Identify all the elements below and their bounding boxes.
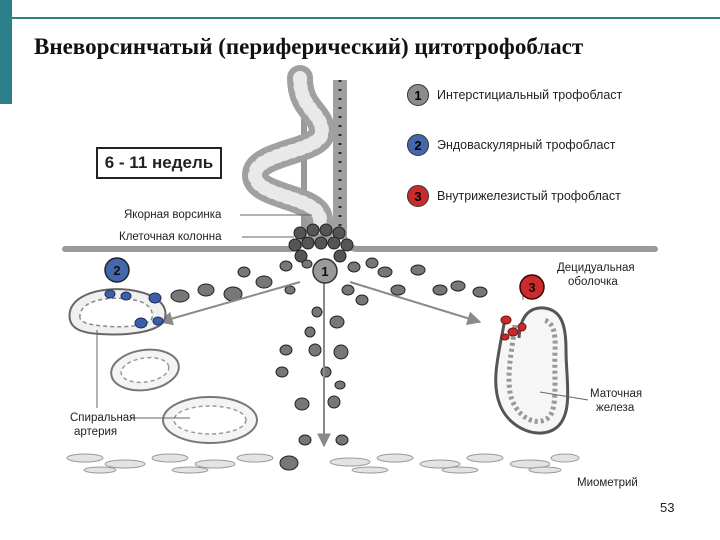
migration-arrows xyxy=(158,280,482,448)
legend-label: Внутрижелезистый трофобласт xyxy=(437,189,621,203)
legend-label: Интерстициальный трофобласт xyxy=(437,88,623,102)
label-cell-column: Клеточная колонна xyxy=(119,231,222,243)
svg-text:2: 2 xyxy=(113,263,120,278)
svg-text:1: 1 xyxy=(321,264,328,279)
label-anchoring-villus: Якорная ворсинка xyxy=(124,209,222,221)
label-uterine-gland-1: Маточная xyxy=(590,388,643,400)
label-myometrium: Миометрий xyxy=(577,477,638,489)
legend-badge: 1 xyxy=(407,84,429,106)
label-spiral-artery-1: Спиральная xyxy=(70,412,136,424)
legend-badge: 2 xyxy=(407,134,429,156)
marker-2: 2 xyxy=(104,257,130,283)
label-uterine-gland-2: железа xyxy=(596,402,635,414)
label-spiral-artery-2: артерия xyxy=(74,426,118,438)
leader-lines xyxy=(96,214,589,419)
marker-3: 3 xyxy=(519,274,545,300)
cell-column xyxy=(288,223,354,263)
legend-label: Эндоваскулярный трофобласт xyxy=(437,138,616,152)
accent-bar xyxy=(0,0,12,104)
myometrium xyxy=(66,453,580,474)
label-decidua-1: Децидуальная xyxy=(557,262,635,274)
page-number: 53 xyxy=(660,500,675,515)
top-rule xyxy=(12,17,720,19)
label-decidua-2: оболочка xyxy=(568,276,618,288)
anchoring-villus-core xyxy=(247,71,330,239)
spiral-artery-vessels xyxy=(110,348,258,444)
legend-item-intraglandular: 3 Внутрижелезистый трофобласт xyxy=(407,185,621,207)
legend-badge: 3 xyxy=(407,185,429,207)
svg-text:3: 3 xyxy=(528,280,535,295)
week-label: 6 - 11 недель xyxy=(96,147,222,179)
uterine-gland xyxy=(494,306,570,435)
interstitial-cells xyxy=(170,257,488,471)
spiral-artery-invaded xyxy=(68,288,167,336)
marker-1: 1 xyxy=(312,258,338,284)
legend-item-interstitial: 1 Интерстициальный трофобласт xyxy=(407,84,622,106)
slide-title: Вневорсинчатый (периферический) цитотроф… xyxy=(34,34,584,59)
legend-item-endovascular: 2 Эндоваскулярный трофобласт xyxy=(407,134,615,156)
